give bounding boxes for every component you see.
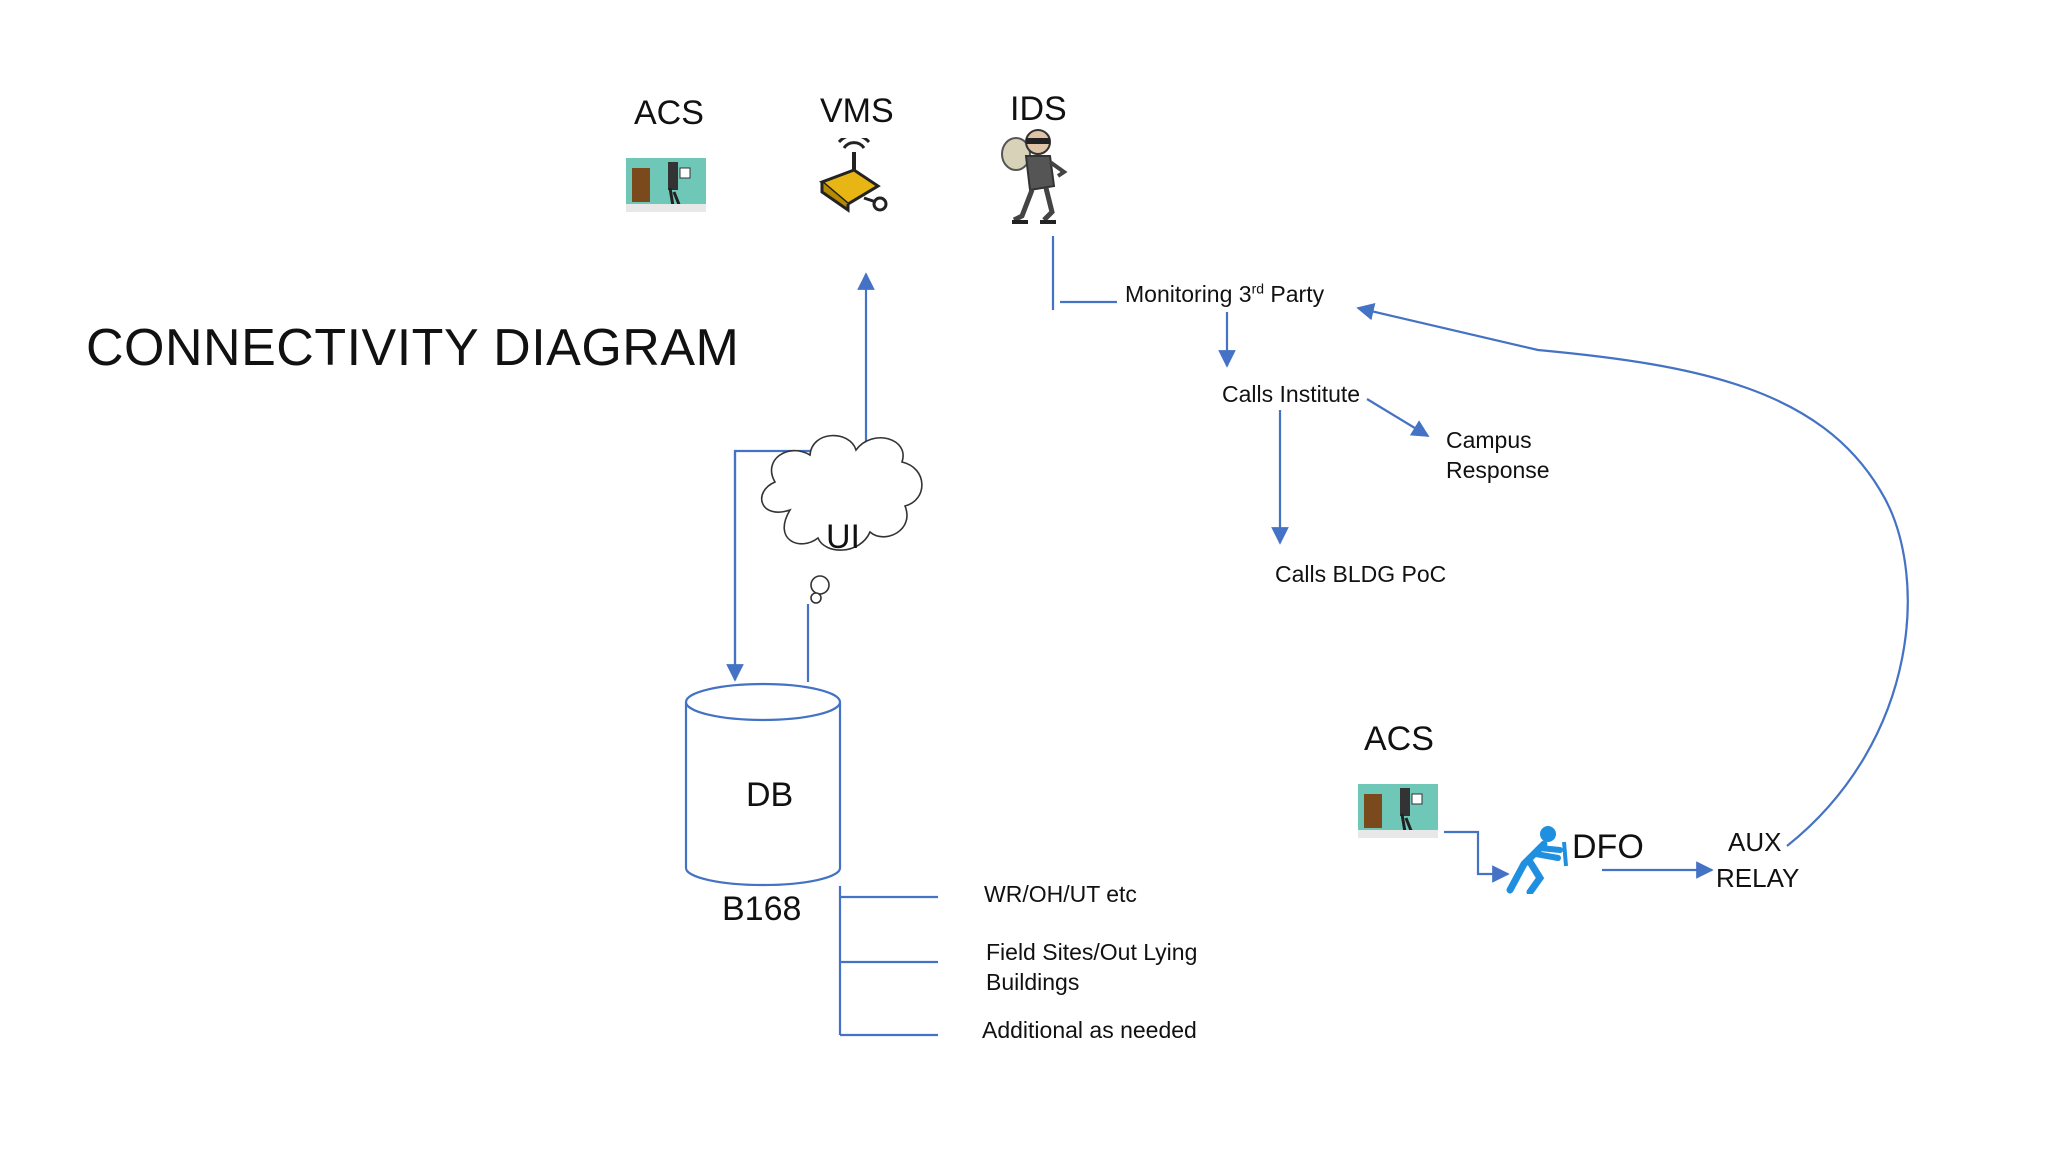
branch-buildings: Buildings xyxy=(986,969,1080,995)
monitoring-3rd-party-label: Monitoring 3rd Party xyxy=(1125,280,1325,307)
building-label: B168 xyxy=(722,890,802,928)
calls-bldg-poc-label: Calls BLDG PoC xyxy=(1275,561,1447,587)
calls-institute-label: Calls Institute xyxy=(1222,381,1361,407)
calls-campus-arrow xyxy=(1366,398,1430,437)
ids-monitoring-connector xyxy=(1051,236,1117,310)
branch-field-sites: Field Sites/Out Lying xyxy=(986,939,1198,965)
pushing-person-icon xyxy=(1506,826,1568,894)
branch-wr-oh-ut: WR/OH/UT etc xyxy=(984,881,1137,907)
vms-label: VMS xyxy=(820,92,894,130)
ui-label: UI xyxy=(826,518,860,556)
access-control-panel-icon xyxy=(626,158,706,212)
relay-label: RELAY xyxy=(1716,863,1800,893)
diagram-title: CONNECTIVITY DIAGRAM xyxy=(86,319,740,377)
burglar-icon xyxy=(1001,129,1068,224)
ui-cloud xyxy=(760,434,923,604)
dfo-label: DFO xyxy=(1572,828,1644,866)
db-label: DB xyxy=(746,776,794,814)
acs-dfo-connector xyxy=(1444,830,1510,883)
campus-response-line1: Campus xyxy=(1446,427,1532,453)
branch-additional: Additional as needed xyxy=(982,1017,1197,1043)
ids-label: IDS xyxy=(1010,90,1067,128)
acs-label: ACS xyxy=(634,94,704,132)
lower-acs-label: ACS xyxy=(1364,720,1434,758)
db-branch-lines xyxy=(838,886,938,1037)
relay-feedback-curve xyxy=(1356,303,1909,847)
access-control-panel-icon xyxy=(1358,784,1438,838)
camera-antenna-icon xyxy=(819,138,888,213)
campus-response-line2: Response xyxy=(1446,457,1550,483)
db-cylinder xyxy=(684,682,842,887)
aux-label: AUX xyxy=(1728,827,1782,857)
